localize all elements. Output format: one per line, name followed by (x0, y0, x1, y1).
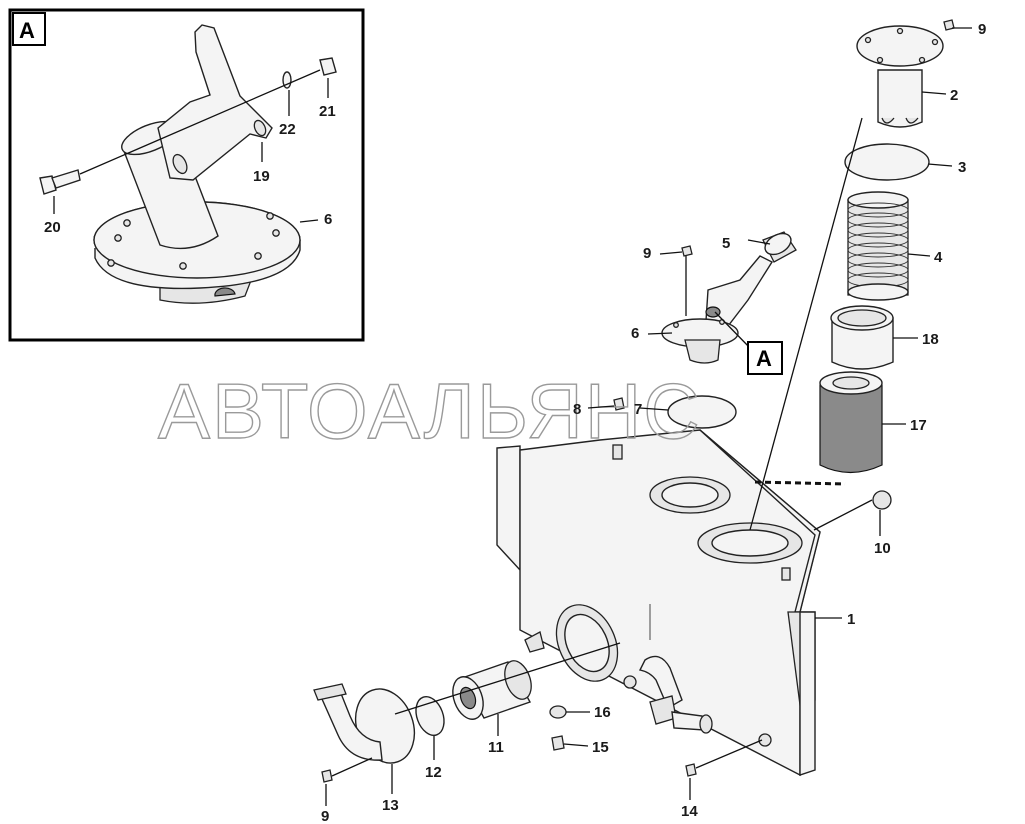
label-17: 17 (910, 417, 927, 434)
inset-label-21: 21 (319, 103, 336, 120)
detail-callout-box (747, 341, 783, 375)
inset-label-22: 22 (279, 121, 296, 138)
inset-callout-label: A (19, 18, 35, 43)
filter-element (819, 371, 883, 474)
washer-drain (549, 705, 567, 719)
filler-cap (762, 231, 797, 263)
breather-cap (856, 25, 944, 128)
hydraulic-tank (496, 429, 821, 777)
bolt-neck (681, 245, 693, 257)
label-14: 14 (681, 803, 698, 820)
suction-strainer (452, 660, 532, 720)
watermark: АВТОАЛЬЯНС (158, 367, 702, 455)
filler-neck-assembly (661, 255, 774, 364)
inset-detail-a: A (8, 8, 365, 342)
inset-bracket (157, 24, 273, 181)
inset-nut (319, 57, 337, 76)
label-2: 2 (950, 87, 958, 104)
bolt-bottom (685, 763, 697, 777)
drain-plug (551, 735, 565, 751)
label-9-neck: 9 (643, 245, 651, 262)
inset-bolt (39, 169, 81, 195)
label-3: 3 (958, 159, 966, 176)
label-8: 8 (573, 401, 581, 418)
leader-lines (325, 27, 972, 806)
label-11: 11 (488, 739, 504, 756)
detail-callout-label: A (756, 346, 772, 371)
label-5: 5 (722, 235, 730, 252)
label-12: 12 (425, 764, 442, 781)
label-4: 4 (934, 249, 943, 266)
part-labels: 9 2 3 4 5 9 6 18 17 8 7 10 1 16 15 11 12… (321, 21, 986, 824)
label-16: 16 (594, 704, 611, 721)
inset-filler-neck-flange (93, 120, 301, 304)
label-9-bottom: 9 (321, 808, 329, 824)
label-15: 15 (592, 739, 609, 756)
label-10: 10 (874, 540, 891, 557)
gasket-suction (415, 695, 445, 737)
label-7: 7 (634, 401, 642, 418)
plug (872, 490, 892, 510)
gasket (844, 143, 930, 181)
inset-callout-box (12, 12, 46, 46)
suction-pipe (313, 683, 416, 764)
inset-label-6: 6 (324, 211, 332, 228)
bolt-side (613, 397, 625, 411)
gasket-neck (667, 395, 737, 429)
label-1: 1 (847, 611, 855, 628)
elbow-fitting (638, 655, 713, 734)
label-9-top: 9 (978, 21, 986, 38)
label-13: 13 (382, 797, 399, 814)
inset-label-20: 20 (44, 219, 61, 236)
bolt-flange (321, 769, 333, 783)
label-18: 18 (922, 331, 939, 348)
sleeve (830, 305, 894, 370)
inset-label-19: 19 (253, 168, 270, 185)
strainer-spring (847, 191, 909, 301)
label-6: 6 (631, 325, 639, 342)
assembly-path (754, 480, 846, 486)
